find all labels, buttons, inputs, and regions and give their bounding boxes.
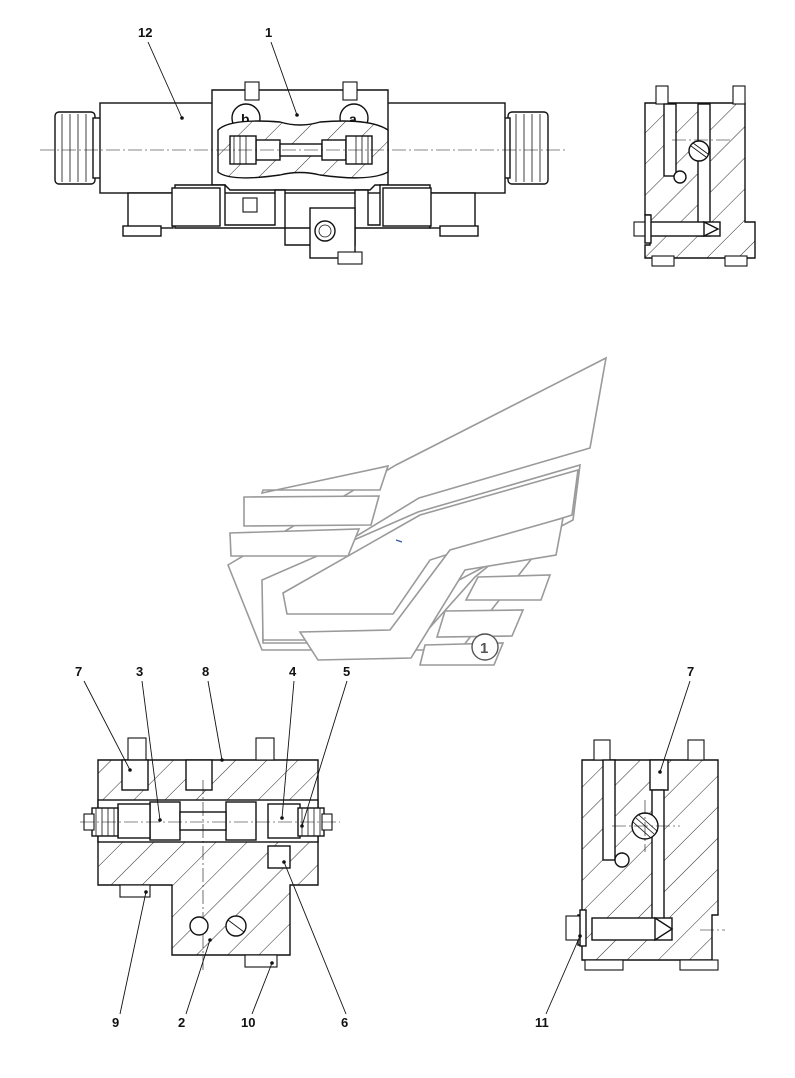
side-section-view <box>565 739 725 971</box>
logo-badge <box>471 633 499 661</box>
manufacturer-logo: 1 <box>227 356 608 666</box>
callout-8: 8 <box>202 664 209 679</box>
callout-11: 11 <box>535 1015 549 1030</box>
callout-1-top: 1 <box>265 25 272 40</box>
callout-7-main: 7 <box>75 664 82 679</box>
top-side-section <box>633 85 756 267</box>
callout-3: 3 <box>136 664 143 679</box>
callout-10: 10 <box>241 1015 255 1030</box>
callout-4: 4 <box>289 664 297 679</box>
top-valve-view: b a <box>40 81 565 265</box>
main-section-view <box>80 737 340 970</box>
left-solenoid-nut <box>54 111 104 185</box>
logo-badge-text: 1 <box>480 640 488 657</box>
main-callouts: 7 3 8 4 5 9 2 10 6 <box>75 664 350 1030</box>
callout-9: 9 <box>112 1015 119 1030</box>
right-solenoid-nut <box>499 111 549 185</box>
callout-5: 5 <box>343 664 350 679</box>
port-a-label: a <box>349 111 357 127</box>
callout-2: 2 <box>178 1015 185 1030</box>
callout-6: 6 <box>341 1015 348 1030</box>
top-callouts: 12 1 <box>138 25 299 120</box>
port-b-label: b <box>241 111 250 127</box>
side-callouts: 7 11 <box>535 664 694 1030</box>
callout-7-side: 7 <box>687 664 694 679</box>
callout-12: 12 <box>138 25 152 40</box>
